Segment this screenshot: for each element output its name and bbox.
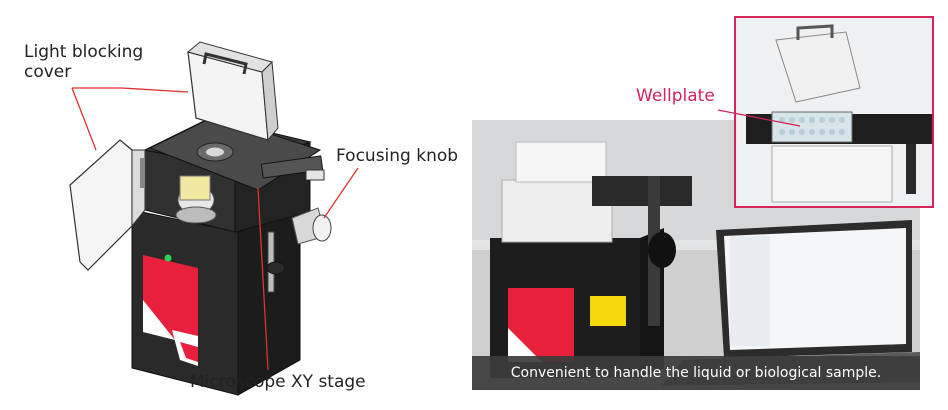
wellplate-inset: [734, 16, 934, 208]
label-light-blocking-cover: Light blocking cover: [24, 42, 144, 82]
microscope-diagram: [69, 41, 359, 396]
label-wellplate: Wellplate: [636, 86, 715, 106]
red-panel-white-triangle: [143, 300, 175, 340]
status-led: [164, 254, 172, 262]
label-microscope-xy-stage: Microscope XY stage: [190, 372, 366, 392]
leader-xy-stage: [257, 187, 269, 371]
label-focusing-knob: Focusing knob: [336, 146, 459, 166]
focusing-knob: [312, 214, 332, 242]
leader-light-cover: [72, 87, 189, 93]
leader-focusing-knob: [323, 167, 359, 219]
caption: Convenient to handle the liquid or biolo…: [472, 356, 920, 390]
